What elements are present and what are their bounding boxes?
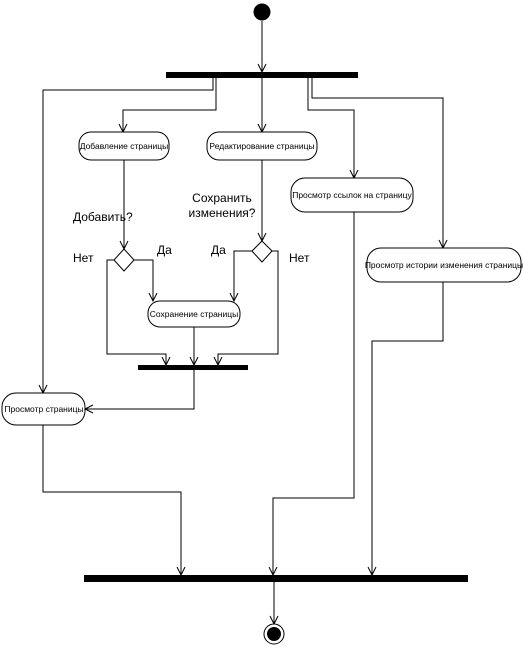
edge-save-to-join <box>189 327 199 367</box>
guard-add-question: Добавить? <box>73 210 133 224</box>
edge-fork-to-view-links <box>307 78 359 180</box>
fork-bar-top <box>166 72 358 78</box>
decision-add <box>113 248 135 272</box>
decision-save <box>251 240 273 263</box>
edge-view-page-to-final-join <box>42 425 186 577</box>
final-node <box>263 623 285 645</box>
activity-save-page-label: Сохранение страницы <box>150 309 238 319</box>
edge-decision-save-yes-to-save <box>229 250 252 303</box>
activity-add-page-label: Добавление страницы <box>80 141 169 151</box>
edge-join-to-end <box>269 582 279 626</box>
edge-fork-to-view-history <box>311 78 448 250</box>
edge-add-page-to-decision <box>119 160 129 251</box>
activity-view-links: Просмотр ссылок на страницу <box>290 177 414 213</box>
guard-save-question-line2: изменения? <box>189 206 256 220</box>
edge-fork-to-edit-page <box>257 78 267 134</box>
join-bar-middle <box>138 365 248 370</box>
edge-join-to-view-page <box>83 370 195 414</box>
activity-view-links-label: Просмотр ссылок на страницу <box>292 190 412 200</box>
activity-view-page-label: Просмотр страницы <box>4 404 83 414</box>
guard-left-no: Нет <box>73 251 94 265</box>
activity-edit-page-label: Редактирование страницы <box>209 141 314 151</box>
activity-save-page: Сохранение страницы <box>147 300 241 328</box>
guard-right-yes: Да <box>211 243 226 257</box>
join-bar-bottom <box>84 575 468 582</box>
guard-left-yes: Да <box>157 243 172 257</box>
activity-edit-page: Редактирование страницы <box>206 131 318 161</box>
edge-view-history-to-final-join <box>367 282 444 577</box>
edge-decision-add-yes-to-save <box>134 259 158 303</box>
edge-fork-to-add-page <box>118 78 217 134</box>
activity-view-history: Просмотр истории изменения страницы <box>365 247 523 283</box>
edge-view-links-to-final-join <box>268 212 355 577</box>
activity-view-page: Просмотр страницы <box>1 392 86 426</box>
edge-start-to-fork <box>257 21 267 74</box>
activity-view-history-label: Просмотр истории изменения страницы <box>365 260 523 270</box>
edge-edit-page-to-decision <box>257 160 267 243</box>
guard-right-no: Нет <box>289 251 310 265</box>
initial-node <box>253 3 271 21</box>
activity-add-page: Добавление страницы <box>78 131 170 161</box>
guard-save-question-line1: Сохранить <box>192 191 252 205</box>
